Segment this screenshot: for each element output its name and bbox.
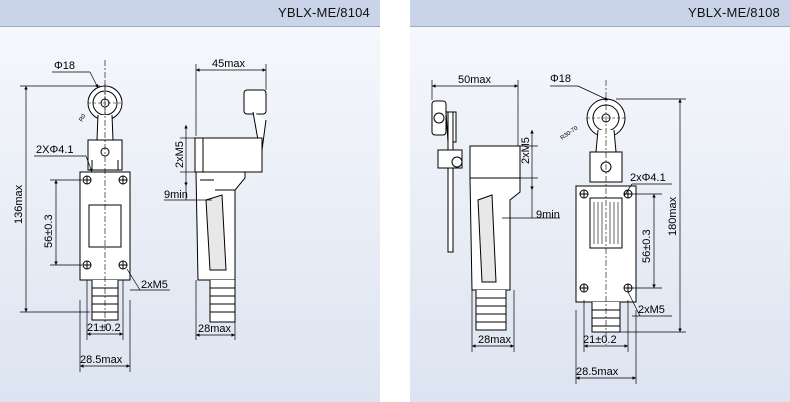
label-offset: 9min — [536, 209, 560, 221]
drawing-8108: 50max Φ18 R30-70 2xM5 9min 2xΦ4.1 180max… — [431, 73, 686, 384]
label-mount-holes: 2XΦ4.1 — [36, 144, 74, 156]
label-conduit: 2xM5 — [520, 137, 532, 164]
front-view — [575, 80, 637, 345]
label-angle: R30-70 — [560, 125, 580, 142]
label-conduit: 2xM5 — [174, 141, 186, 168]
label-screws: 2xM5 — [638, 304, 665, 316]
label-hole-pitch: 56±0.3 — [641, 229, 653, 263]
label-hole-spacing: 21±0.2 — [583, 334, 617, 346]
label-total-height: 136max — [13, 184, 25, 224]
label-hole-pitch: 56±0.3 — [43, 214, 55, 248]
label-total-height: 180max — [667, 196, 679, 236]
label-mount-holes: 2xΦ4.1 — [630, 172, 666, 184]
panel-yblx-me-8104: YBLX-ME/8104 — [0, 0, 380, 402]
panel-yblx-me-8108: YBLX-ME/8108 — [410, 0, 790, 402]
model-title: YBLX-ME/8104 — [277, 5, 370, 20]
panel-header: YBLX-ME/8104 — [0, 0, 380, 27]
panel-header: YBLX-ME/8108 — [410, 0, 790, 27]
label-body-width: 28.5max — [80, 354, 123, 366]
label-angle: R0 — [79, 113, 88, 123]
label-hole-spacing: 21±0.2 — [87, 322, 121, 334]
label-roller-dia: Φ18 — [54, 60, 75, 72]
label-side-depth: 28max — [198, 323, 232, 335]
side-view — [194, 89, 267, 323]
side-view — [431, 100, 521, 331]
side-dimensions — [431, 80, 560, 352]
label-side-depth: 28max — [478, 334, 512, 346]
label-offset: 9min — [164, 189, 188, 201]
label-screws: 2xM5 — [141, 279, 168, 291]
front-dimensions — [550, 85, 686, 384]
label-body-width: 28.5max — [576, 366, 619, 378]
side-dimensions — [164, 64, 267, 340]
label-side-width: 45max — [212, 58, 246, 70]
front-view — [79, 60, 131, 330]
label-side-width: 50max — [458, 74, 492, 86]
drawing-8104: Φ18 R0 2XΦ4.1 136max 56±0.3 2xM5 21±0.2 … — [13, 58, 267, 372]
front-dimensions — [20, 71, 170, 372]
model-title: YBLX-ME/8108 — [687, 5, 780, 20]
label-roller-dia: Φ18 — [550, 73, 571, 85]
